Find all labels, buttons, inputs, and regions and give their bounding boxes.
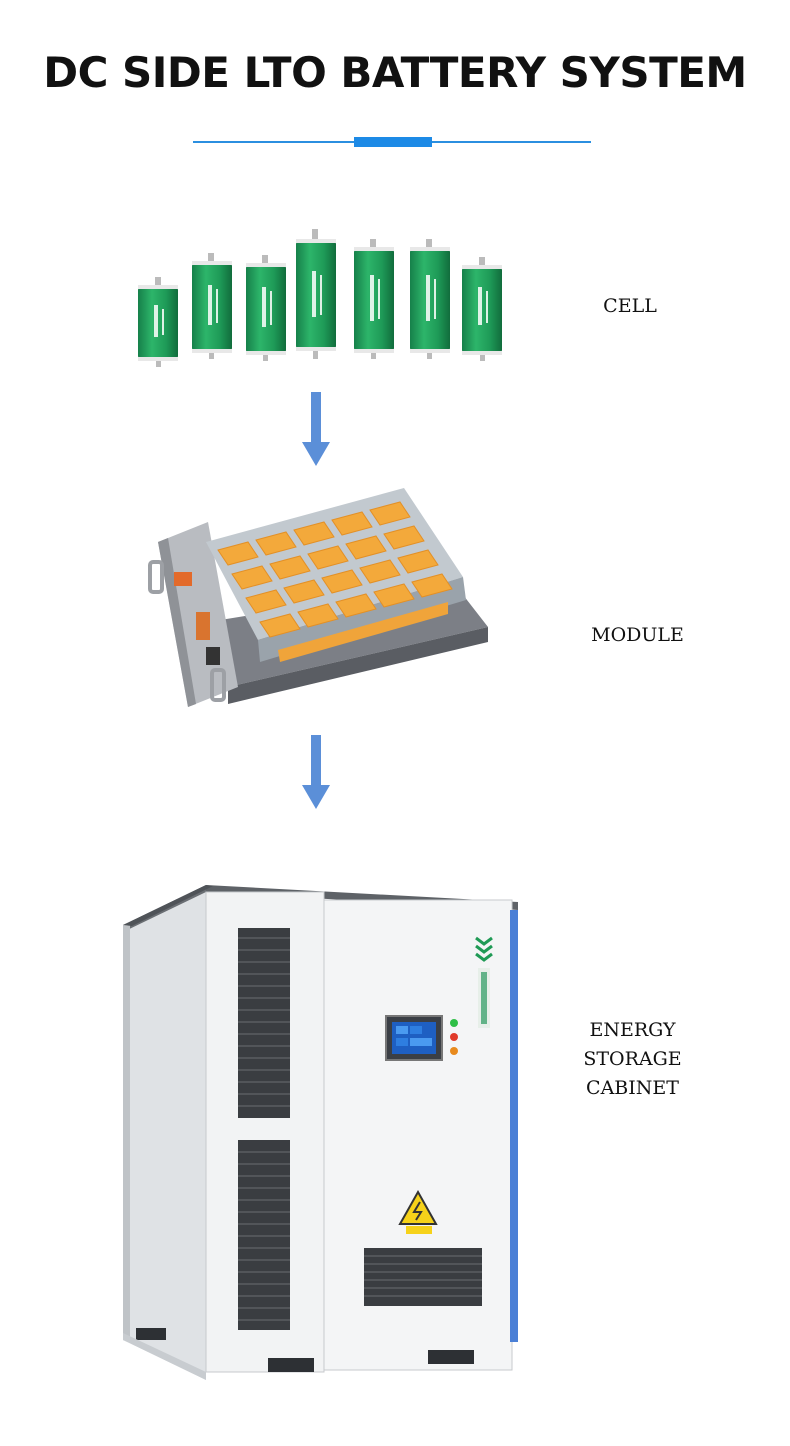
arrow-down-icon [302,735,330,809]
vent-grille [238,1140,290,1330]
warning-triangle-icon [398,1189,438,1234]
cabinet-label-line: CABINET [586,1077,679,1099]
stage-label-cell: CELL [603,295,657,317]
cell-batteries-image [138,229,502,367]
status-light-red [450,1033,458,1041]
status-light-green [450,1019,458,1027]
stage-label-module: MODULE [591,624,684,646]
arrow-down-icon [302,392,330,466]
cabinet-label-line: ENERGY [589,1019,676,1041]
title-divider-accent [354,137,432,147]
vent-grille [238,928,290,1118]
brand-logo [475,936,493,1028]
energy-storage-cabinet-image [123,885,518,1380]
page-title: DC SIDE LTO BATTERY SYSTEM [43,48,747,97]
vent-grille [364,1248,482,1306]
cabinet-label-line: STORAGE [583,1048,682,1070]
status-light-orange [450,1047,458,1055]
control-touchscreen [385,1015,443,1061]
battery-module-image [148,488,488,707]
stage-label-cabinet: ENERGY STORAGE CABINET [580,1016,685,1103]
